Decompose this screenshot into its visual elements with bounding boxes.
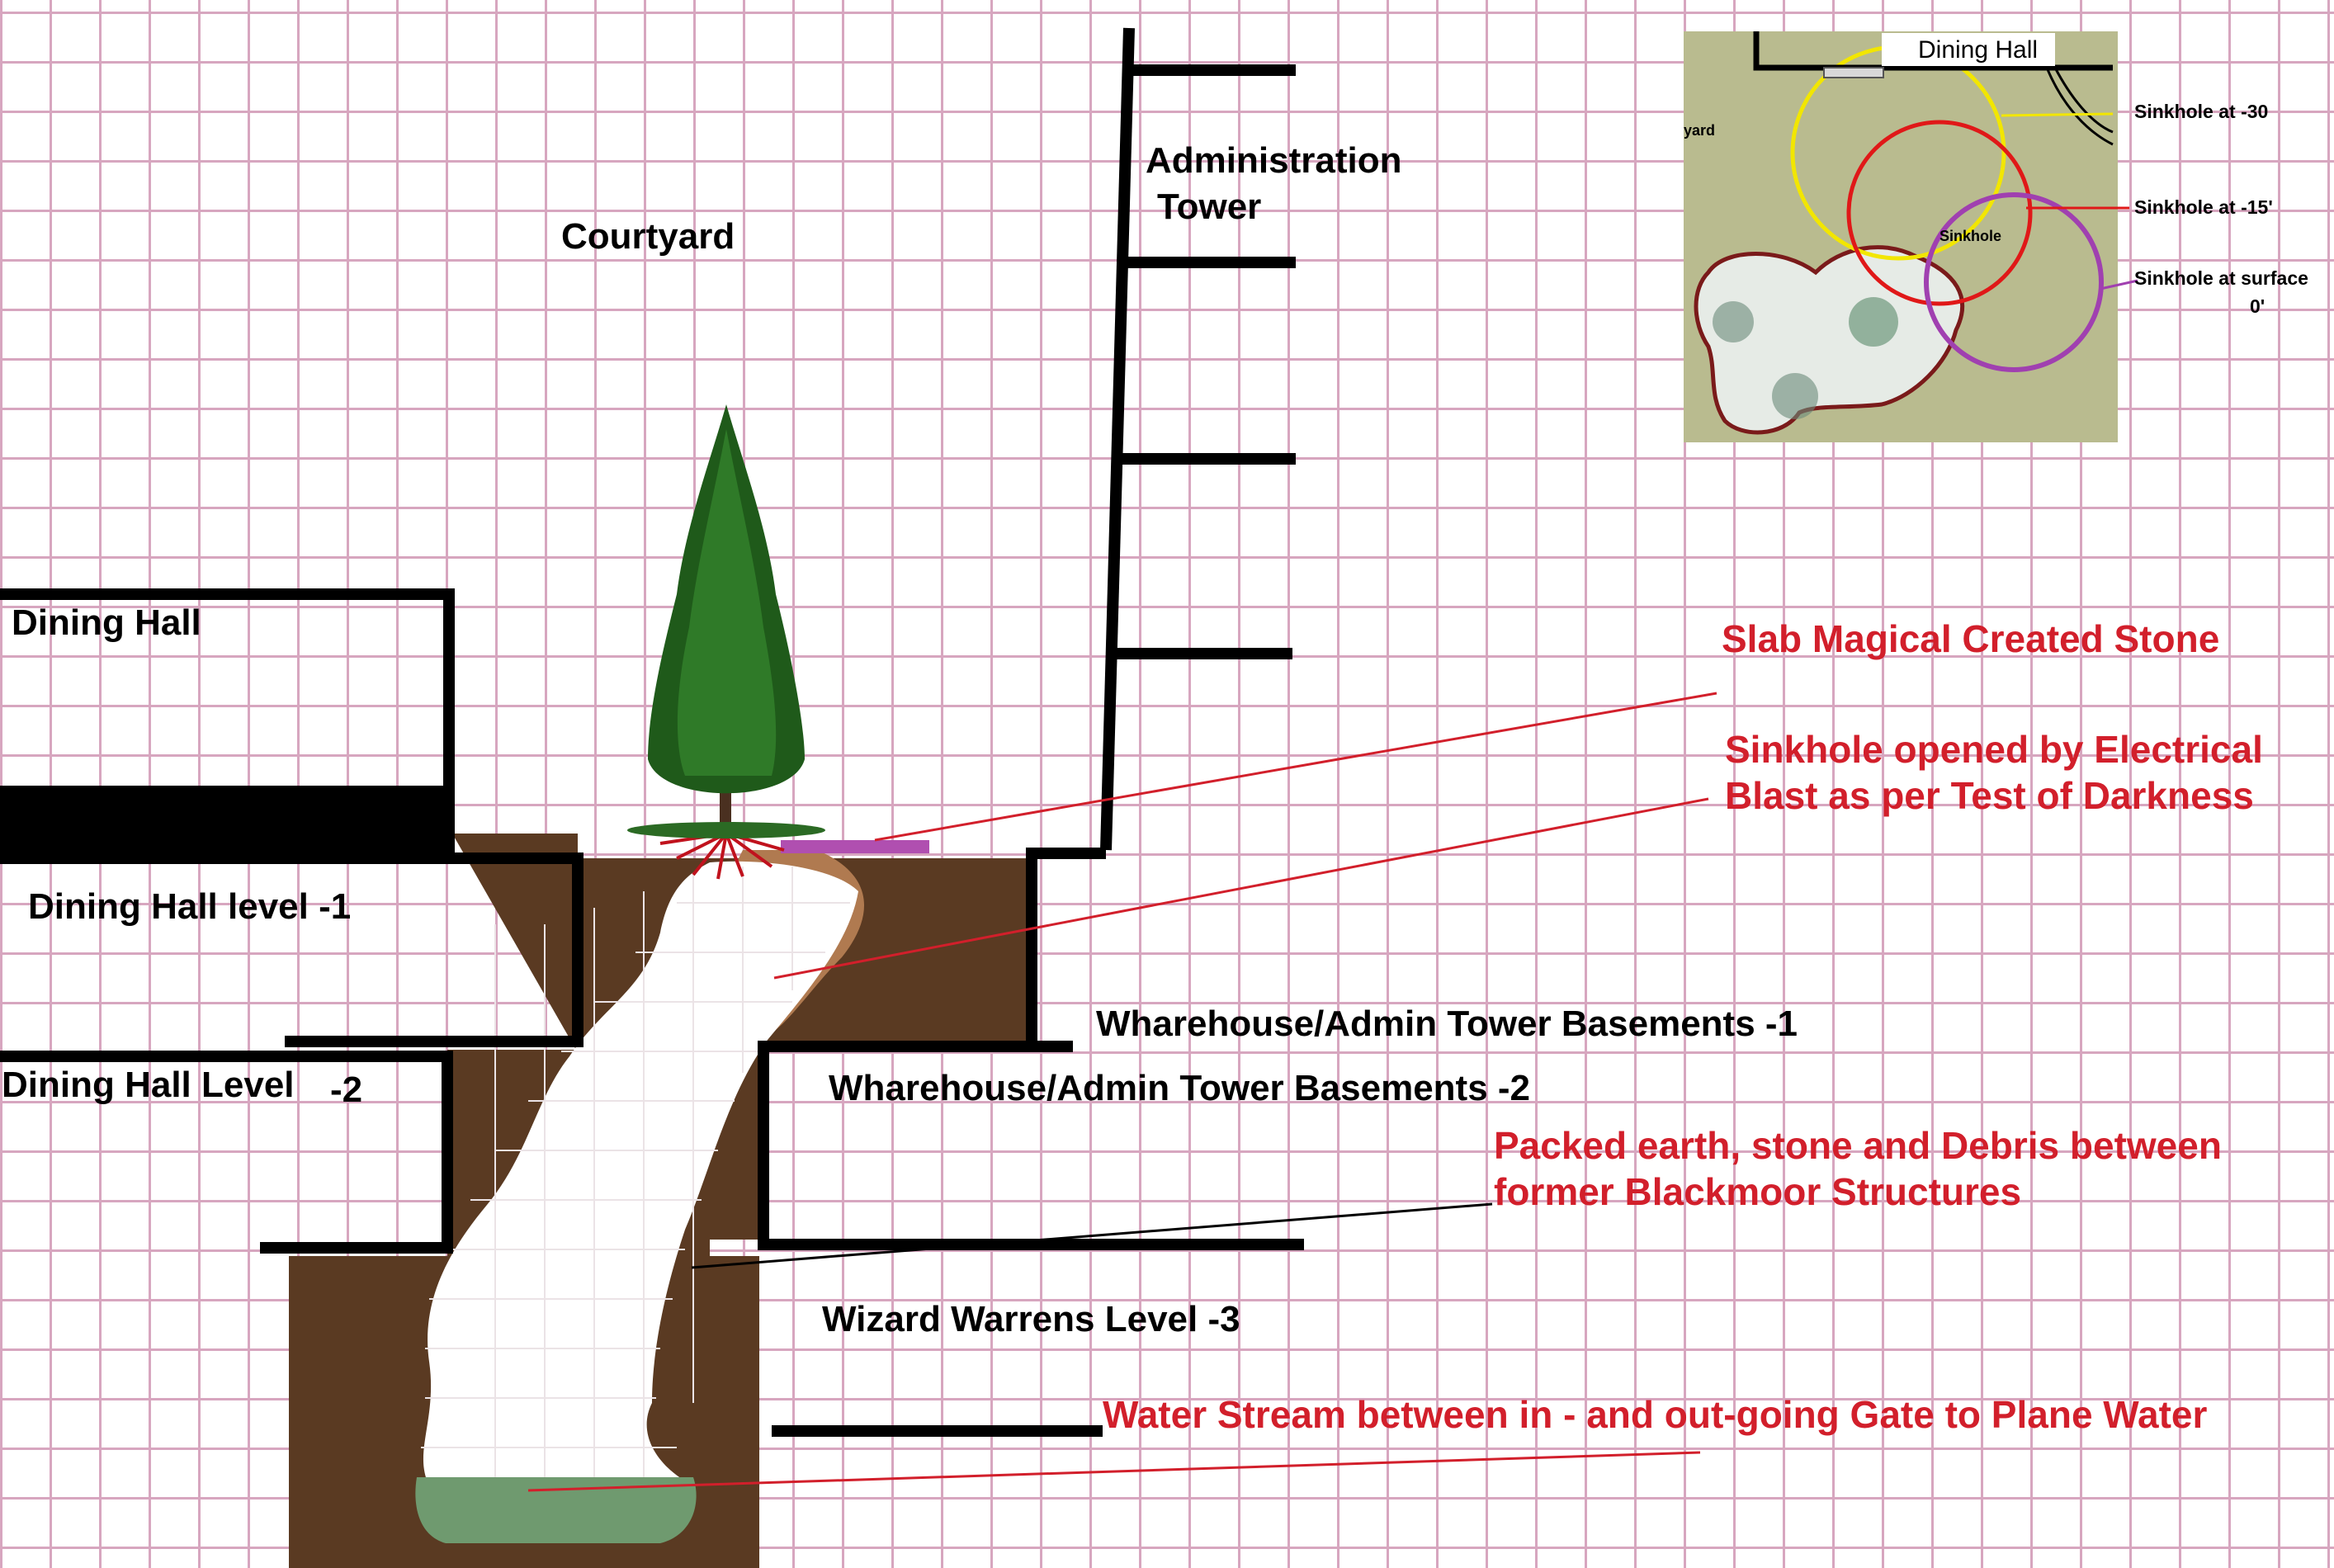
annotation-sinkhole-line1: Sinkhole opened by Electrical — [1725, 728, 2263, 771]
label-dining-hall-level-2-num: -2 — [330, 1070, 363, 1110]
annotation-packed-line1: Packed earth, stone and Debris between — [1494, 1124, 2222, 1167]
annotation-water-stream: Water Stream between in - and out-going … — [1103, 1393, 2208, 1436]
warehouse-structure — [758, 848, 1304, 1437]
inset-label-sinkhole-15: Sinkhole at -15' — [2134, 196, 2273, 218]
sinkhole-inset-map — [1684, 31, 2138, 442]
magical-slab — [781, 840, 929, 853]
annotation-lines — [527, 692, 1717, 1492]
inset-label-dining-hall: Dining Hall — [1918, 36, 2039, 64]
water-pool — [415, 1477, 697, 1543]
label-dining-hall: Dining Hall — [12, 602, 201, 643]
label-basements-2: Wharehouse/Admin Tower Basements -2 — [829, 1068, 1531, 1108]
void-grid — [421, 867, 850, 1485]
inset-label-surface-depth: 0' — [2250, 295, 2265, 317]
admin-tower-structure — [1100, 27, 1296, 851]
label-admin-tower-line2: Tower — [1157, 187, 1262, 227]
inset-label-sinkhole-surface: Sinkhole at surface — [2134, 267, 2308, 289]
packed-earth-line — [691, 1202, 1493, 1269]
label-dining-hall-level-1: Dining Hall level -1 — [28, 886, 352, 927]
label-dining-hall-level-2: Dining Hall Level — [2, 1065, 295, 1105]
inset-label-yard: yard — [1684, 122, 1716, 139]
inset-label-sinkhole: Sinkhole — [1939, 228, 2002, 244]
label-basements-1: Wharehouse/Admin Tower Basements -1 — [1096, 1004, 1798, 1044]
annotation-sinkhole-line2: Blast as per Test of Darkness — [1725, 774, 2254, 817]
label-admin-tower-line1: Administration — [1146, 140, 1402, 181]
inset-label-sinkhole-30: Sinkhole at -30 — [2134, 101, 2269, 122]
label-wizard-warrens: Wizard Warrens Level -3 — [822, 1299, 1240, 1339]
annotation-packed-line2: former Blackmoor Structures — [1494, 1170, 2022, 1213]
dining-hall-structure — [0, 588, 584, 1254]
tree — [627, 404, 825, 838]
annotation-slab: Slab Magical Created Stone — [1722, 617, 2220, 660]
label-courtyard: Courtyard — [561, 216, 735, 257]
sinkhole-void — [423, 861, 858, 1485]
